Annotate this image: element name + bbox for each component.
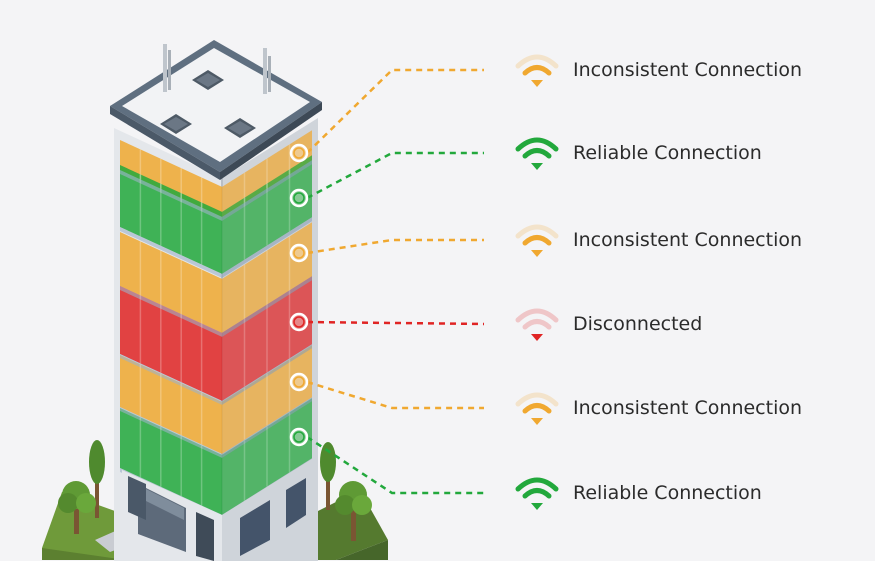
connector-6: [289, 427, 484, 495]
legend-item: Inconsistent Connection: [514, 219, 802, 261]
tree-left-round: [58, 481, 96, 534]
legend-label: Inconsistent Connection: [573, 59, 803, 81]
legend-item: Inconsistent Connection: [514, 387, 802, 429]
wifi-weak-icon: [515, 54, 559, 87]
entrance: [122, 455, 318, 561]
legend-label: Inconsistent Connection: [573, 397, 803, 419]
tree-left-tall: [89, 440, 105, 518]
floor-band-6: [120, 398, 312, 515]
floor-band-3: [120, 222, 312, 333]
legend-label: Inconsistent Connection: [573, 229, 803, 251]
tree-right-tall: [320, 442, 336, 510]
legend-label: Disconnected: [573, 313, 703, 335]
legend-item: Reliable Connection: [514, 132, 762, 174]
wifi-weak-icon: [515, 224, 559, 257]
floor-bands: [120, 130, 312, 515]
floor-band-4: [120, 276, 312, 401]
connector-2: [289, 151, 484, 208]
wifi-full-icon: [515, 137, 559, 170]
connector-3: [289, 238, 484, 263]
tree-right-round: [335, 481, 372, 541]
floor-band-2: [120, 155, 312, 274]
connectors: [289, 68, 485, 495]
legend-label: Reliable Connection: [573, 142, 762, 164]
legend-label: Reliable Connection: [573, 482, 762, 504]
floor-band-1: [120, 130, 312, 217]
wifi-none-icon: [515, 308, 559, 341]
floor-band-5: [120, 345, 312, 454]
connector-1: [289, 68, 484, 163]
roof: [110, 40, 322, 180]
legend-item: Disconnected: [514, 303, 702, 345]
legend-item: Inconsistent Connection: [514, 49, 802, 91]
wifi-full-icon: [515, 477, 559, 510]
connector-4: [289, 312, 485, 332]
legend-item: Reliable Connection: [514, 472, 762, 514]
wifi-weak-icon: [515, 392, 559, 425]
connector-5: [289, 372, 484, 410]
